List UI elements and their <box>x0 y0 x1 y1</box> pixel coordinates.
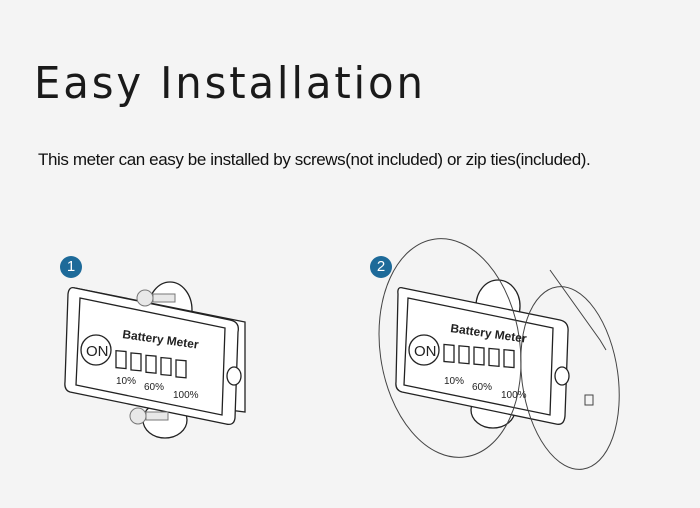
scale-60: 60% <box>472 382 492 393</box>
screw-bottom-icon <box>129 407 147 425</box>
zip-tie-head <box>584 394 594 406</box>
on-label: ON <box>414 343 437 360</box>
scale-60: 60% <box>144 382 164 393</box>
page-subtitle: This meter can easy be installed by scre… <box>38 150 591 169</box>
scale-100: 100% <box>501 390 527 401</box>
scale-10: 10% <box>444 376 464 387</box>
scale-100: 100% <box>173 390 199 401</box>
zip-tie-left <box>378 238 522 458</box>
zip-tie-tail <box>549 269 607 351</box>
meter-face <box>75 297 226 416</box>
battery-meter-zip-ties-illustration: Battery Meter ON 10% 60% 100% <box>378 238 620 470</box>
screw-top-icon <box>136 289 154 307</box>
screw-top-shaft <box>152 293 176 303</box>
on-button <box>408 334 440 366</box>
led-segments <box>115 349 187 379</box>
screw-bottom-shaft <box>145 411 169 421</box>
step-badge-2: 2 <box>370 256 392 278</box>
page-title: Easy Installation <box>34 58 426 109</box>
on-button <box>80 334 112 366</box>
on-label: ON <box>86 343 109 360</box>
battery-meter-screws-illustration: Battery Meter ON 10% 60% 100% <box>64 281 246 439</box>
zip-tie-right <box>520 286 620 470</box>
side-connector <box>226 366 242 386</box>
step-badge-1: 1 <box>60 256 82 278</box>
scale-10: 10% <box>116 376 136 387</box>
